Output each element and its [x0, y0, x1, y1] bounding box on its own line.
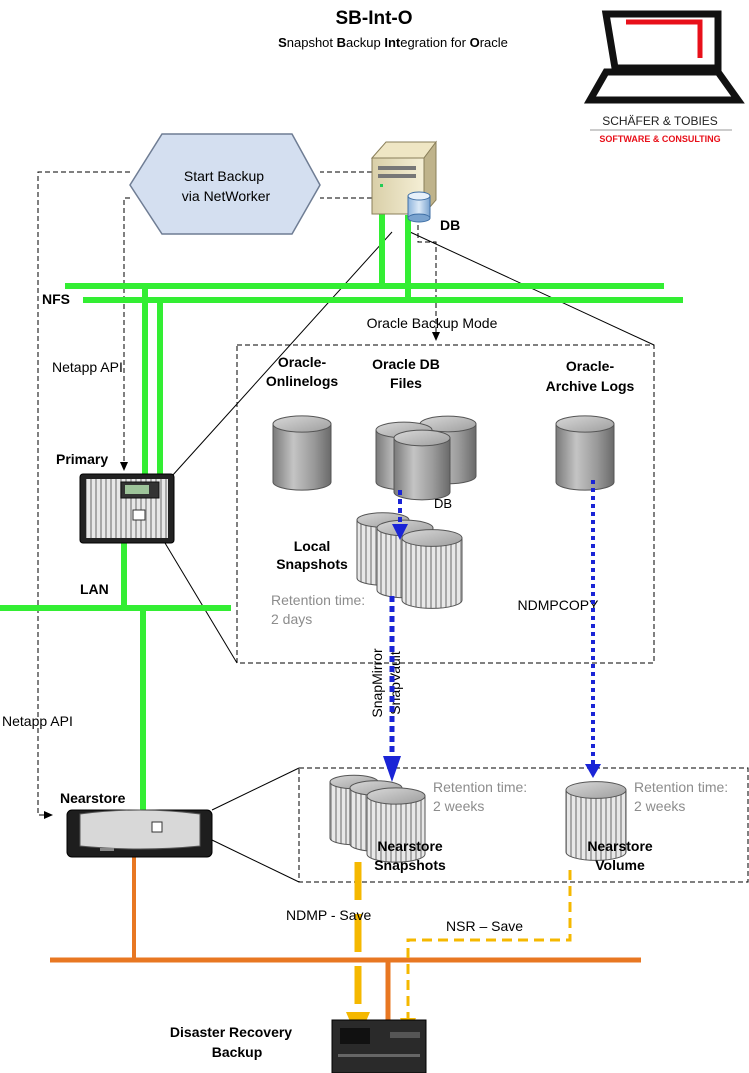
diagram-subtitle: Snapshot Backup Integration for Oracle: [278, 35, 508, 50]
logo-accent-shape: [626, 19, 703, 58]
ns-volume-cylinder: [565, 781, 627, 861]
dbfiles-label-1: Oracle DB: [372, 356, 440, 372]
nfs-label: NFS: [42, 291, 70, 307]
subtitle-part: racle: [480, 35, 508, 50]
nfs-network: [65, 210, 683, 476]
local-snapshots-label-2: Snapshots: [276, 556, 348, 572]
retention-local-1: Retention time:: [271, 592, 365, 608]
subtitle-part: egration for: [400, 35, 469, 50]
dbfiles-label-2: Files: [390, 375, 422, 391]
oracle-backup-mode-path: [417, 225, 440, 341]
ns-snapshots-label-1: Nearstore: [377, 838, 443, 854]
primary-label: Primary: [56, 451, 108, 467]
subtitle-part: B: [337, 35, 346, 50]
oracle-backup-mode-label: Oracle Backup Mode: [367, 315, 498, 331]
start-backup-label-2: via NetWorker: [182, 188, 271, 204]
dr-backup-label-2: Backup: [212, 1044, 263, 1060]
local-snapshot-cylinder-3: [401, 529, 463, 609]
snapmirror-label: SnapMirror: [369, 648, 385, 718]
ndmp-save-label: NDMP - Save: [286, 907, 372, 923]
subtitle-part: O: [470, 35, 480, 50]
lan-label: LAN: [80, 581, 109, 597]
logo-keyboard-shape: [583, 68, 745, 104]
retention-ns-1: Retention time:: [433, 779, 527, 795]
primary-filer[interactable]: [79, 473, 175, 544]
snapvault-label: SnapVault: [387, 651, 403, 715]
ns-volume-label-1: Nearstore: [587, 838, 653, 854]
subtitle-part: ackup: [346, 35, 384, 50]
dr-backup-label-1: Disaster Recovery: [170, 1024, 292, 1040]
subtitle-part: Int: [384, 35, 401, 50]
start-backup-shape[interactable]: [129, 133, 321, 235]
tape-library[interactable]: [331, 1019, 427, 1073]
netapp-api-path-primary: [120, 197, 130, 471]
onlinelogs-cylinder: [272, 415, 332, 491]
storage-cylinders: [272, 415, 627, 863]
netapp-api-label-top: Netapp API: [52, 359, 123, 375]
company-logo: SCHÄFER & TOBIES SOFTWARE & CONSULTING: [583, 10, 745, 144]
ns-snapshots-label-2: Snapshots: [374, 857, 446, 873]
db-server-label: DB: [440, 217, 460, 233]
lan-network: [0, 543, 231, 812]
logo-monitor-shape: [601, 10, 722, 72]
nearstore-label: Nearstore: [60, 790, 126, 806]
ndmpcopy-label: NDMPCOPY: [518, 597, 600, 613]
netapp-api-label-bottom: Netapp API: [2, 713, 73, 729]
backup-network: [50, 848, 641, 1022]
ns-volume-label-2: Volume: [595, 857, 645, 873]
retention-vol-1: Retention time:: [634, 779, 728, 795]
local-snapshots-label-1: Local: [294, 538, 331, 554]
retention-vol-2: 2 weeks: [634, 798, 685, 814]
replication-arrowheads: [383, 524, 601, 782]
replication-arrows: [389, 480, 595, 764]
archlogs-label-2: Archive Logs: [546, 378, 635, 394]
archlogs-cylinder: [555, 415, 615, 491]
primary-detail-box: [236, 344, 655, 664]
retention-ns-2: 2 weeks: [433, 798, 484, 814]
nsr-save-label: NSR – Save: [446, 918, 523, 934]
start-backup-label-1: Start Backup: [184, 168, 264, 184]
archlogs-label-1: Oracle-: [566, 358, 615, 374]
db-server[interactable]: [370, 140, 437, 223]
subtitle-part: S: [278, 35, 287, 50]
retention-local-2: 2 days: [271, 611, 312, 627]
onlinelogs-label-1: Oracle-: [278, 354, 327, 370]
onlinelogs-label-2: Onlinelogs: [266, 373, 339, 389]
db-icon: [407, 191, 431, 223]
subtitle-part: napshot: [287, 35, 337, 50]
diagram-title: SB-Int-O: [335, 8, 412, 29]
db-files-small-label: DB: [434, 496, 452, 511]
logo-tagline: SOFTWARE & CONSULTING: [599, 134, 720, 144]
ns-snapshot-cylinder-3: [366, 787, 426, 863]
nearstore-detail-box: [298, 767, 749, 883]
save-paths: [346, 862, 572, 1040]
nearstore-filer[interactable]: [66, 809, 213, 858]
control-paths: [37, 171, 749, 883]
logo-company-name: SCHÄFER & TOBIES: [602, 114, 718, 128]
db-files-cylinder-front: [393, 429, 451, 501]
